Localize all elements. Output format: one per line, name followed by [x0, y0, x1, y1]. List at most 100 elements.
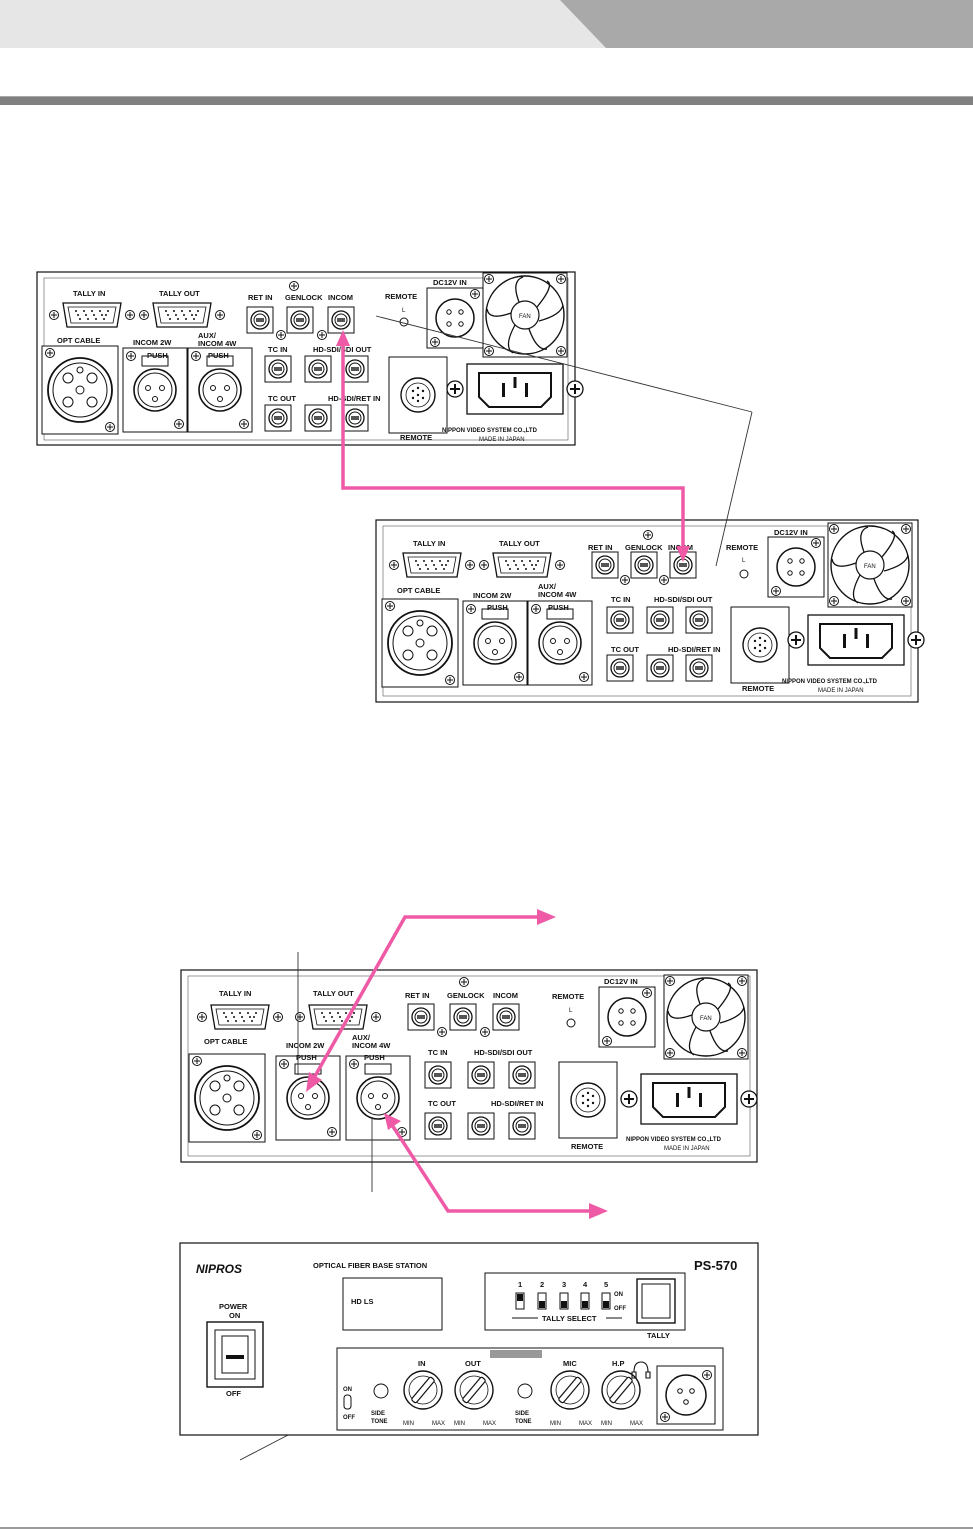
sidetone-switch-on: ON [343, 1387, 352, 1393]
footer-rule [0, 1527, 973, 1529]
remote-label-5: REMOTE [552, 992, 584, 1001]
knob-out-label: OUT [465, 1359, 481, 1368]
tally-label: TALLY [647, 1331, 670, 1340]
ret-in-label-3: RET IN [405, 991, 430, 1000]
power-label: POWER [219, 1302, 248, 1311]
tally-out-label-3: TALLY OUT [313, 989, 354, 998]
brand-logo: NIPROS [196, 1262, 242, 1276]
rear-panel-top: TALLY IN TALLY OUT OPT CABLE INCOM 2W PU… [36, 271, 583, 446]
aux-label: AUX/ [198, 331, 217, 340]
tc-out-label-3: TC OUT [428, 1099, 456, 1108]
incom-2w-signal-path [306, 909, 556, 1092]
incom-link-arrow-up [336, 330, 350, 346]
opt-cable-label-2: OPT CABLE [397, 586, 440, 595]
knob-out-min: MIN [454, 1421, 465, 1427]
incom-label-3: INCOM [493, 991, 518, 1000]
aux-label-3: AUX/ [352, 1033, 371, 1042]
knob-in-min: MIN [403, 1421, 414, 1427]
tally-on-label: ON [614, 1292, 623, 1298]
remote-l-label-3: L [569, 1008, 573, 1014]
made-in-label-2: MADE IN JAPAN [818, 688, 864, 694]
tc-in-label-2: TC IN [611, 595, 631, 604]
made-in-label-3: MADE IN JAPAN [664, 1146, 710, 1152]
model-label: PS-570 [694, 1258, 737, 1273]
tc-out-label: TC OUT [268, 394, 296, 403]
knob-in-max: MAX [432, 1421, 445, 1427]
hd-sdi-ret-in-label-2: HD-SDI/RET IN [668, 645, 721, 654]
front-title: OPTICAL FIBER BASE STATION [313, 1261, 427, 1270]
tally-num-2: 2 [540, 1280, 544, 1289]
incom-2w-label-3: INCOM 2W [286, 1041, 325, 1050]
remote-label-6: REMOTE [571, 1142, 603, 1151]
knob-hp[interactable] [601, 1370, 641, 1410]
knob-hp-min: MIN [601, 1421, 612, 1427]
header-shapes [0, 0, 973, 48]
fan-label-3: FAN [700, 1016, 712, 1022]
section-rule [0, 97, 973, 105]
knob-in[interactable] [403, 1370, 443, 1410]
incom-2w-label: INCOM 2W [133, 338, 172, 347]
hd-sdi-ret-in-label-3: HD-SDI/RET IN [491, 1099, 544, 1108]
display-label: HD LS [351, 1297, 374, 1306]
tc-in-label-3: TC IN [428, 1048, 448, 1057]
side-tone-1b: TONE [371, 1419, 388, 1425]
tally-dip-switches[interactable] [515, 1292, 611, 1310]
tally-in-label-2: TALLY IN [413, 539, 445, 548]
push-label-2: PUSH [208, 351, 229, 360]
incom-4w-label-3: INCOM 4W [352, 1041, 391, 1050]
genlock-label: GENLOCK [285, 293, 323, 302]
opt-cable-label-3: OPT CABLE [204, 1037, 247, 1046]
rear-panel-bottom: TALLY IN TALLY OUT OPT CABLE INCOM 2W PU… [180, 969, 757, 1163]
fan-label-2: FAN [864, 564, 876, 570]
knob-mic-label: MIC [563, 1359, 577, 1368]
power-switch[interactable] [206, 1321, 264, 1388]
remote-label: REMOTE [385, 292, 417, 301]
opt-cable-label: OPT CABLE [57, 336, 100, 345]
knob-mic-min: MIN [550, 1421, 561, 1427]
incom-label: INCOM [328, 293, 353, 302]
rear-panel-middle: TALLY IN TALLY OUT OPT CABLE INCOM 2W PU… [375, 519, 924, 703]
dc12v-label-3: DC12V IN [604, 977, 638, 986]
aux-label-2: AUX/ [538, 582, 557, 591]
knob-mic-max: MAX [579, 1421, 592, 1427]
push-label-4: PUSH [548, 603, 569, 612]
knob-out[interactable] [454, 1370, 494, 1410]
knob-mic[interactable] [550, 1370, 590, 1410]
tally-in-label-3: TALLY IN [219, 989, 251, 998]
remote-l-label: L [402, 308, 406, 314]
page-header-band [0, 0, 973, 48]
front-xlr-jack[interactable] [656, 1365, 716, 1425]
side-tone-trim-1[interactable] [373, 1383, 389, 1399]
incom-link-arrow-down [676, 546, 690, 562]
tally-num-5: 5 [604, 1280, 608, 1289]
genlock-label-2: GENLOCK [625, 543, 663, 552]
push-label-3: PUSH [487, 603, 508, 612]
ret-in-label: RET IN [248, 293, 273, 302]
headphone-icon [631, 1361, 651, 1379]
push-label-6: PUSH [364, 1053, 385, 1062]
power-on-label: ON [229, 1311, 240, 1320]
dc12v-label-2: DC12V IN [774, 528, 808, 537]
side-tone-trim-2[interactable] [517, 1383, 533, 1399]
tally-num-1: 1 [518, 1280, 522, 1289]
push-label-5: PUSH [296, 1053, 317, 1062]
aux-incom-4w-signal-path [384, 1113, 608, 1219]
genlock-label-3: GENLOCK [447, 991, 485, 1000]
knob-hp-label: H.P [612, 1359, 625, 1368]
maker-label: NIPPON VIDEO SYSTEM CO.,LTD [442, 428, 538, 434]
remote-l-label-2: L [742, 558, 746, 564]
tally-button[interactable] [636, 1278, 676, 1324]
sidetone-switch-off: OFF [343, 1415, 355, 1421]
sidetone-switch[interactable] [343, 1394, 352, 1410]
made-in-label: MADE IN JAPAN [479, 437, 525, 443]
fan-label: FAN [519, 314, 531, 320]
push-label: PUSH [147, 351, 168, 360]
tally-select-label: TALLY SELECT [542, 1314, 597, 1323]
tally-num-4: 4 [583, 1280, 588, 1289]
remote-label-2: REMOTE [400, 433, 432, 442]
side-tone-2a: SIDE [515, 1411, 529, 1417]
incom-4w-label: INCOM 4W [198, 339, 237, 348]
ret-in-label-2: RET IN [588, 543, 613, 552]
remote-label-3: REMOTE [726, 543, 758, 552]
side-tone-2b: TONE [515, 1419, 532, 1425]
